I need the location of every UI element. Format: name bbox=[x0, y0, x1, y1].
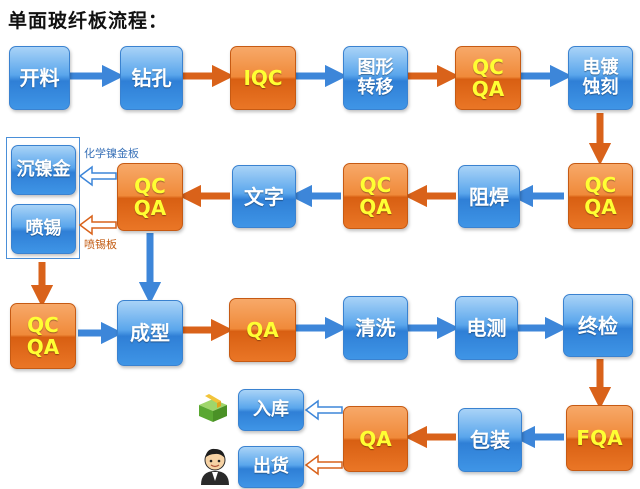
node-chuhuo-label: 出货 bbox=[253, 456, 289, 478]
node-zuhan-label: 阻焊 bbox=[469, 184, 509, 209]
node-fqa: FQA bbox=[566, 405, 633, 471]
node-tuxing: 图形 转移 bbox=[343, 46, 408, 110]
node-zhongjian: 终检 bbox=[563, 294, 633, 357]
node-qa-1: QA bbox=[229, 298, 296, 362]
node-ruku-label: 入库 bbox=[253, 399, 289, 421]
node-qcqa-2: QC QA bbox=[568, 163, 633, 229]
node-wenzi: 文字 bbox=[232, 165, 296, 228]
node-dianduo-line2: 蚀刻 bbox=[582, 77, 619, 98]
node-kailiao: 开料 bbox=[9, 46, 70, 110]
node-qcqa-1-qc: QC bbox=[472, 55, 504, 79]
node-qcqa-2-qc: QC bbox=[584, 173, 617, 197]
node-qcqa-4-qa: QA bbox=[133, 196, 167, 220]
node-qcqa-1: QC QA bbox=[455, 46, 521, 110]
node-ruku: 入库 bbox=[238, 389, 304, 431]
green-box-icon bbox=[195, 393, 231, 423]
node-qa-2-label: QA bbox=[359, 427, 392, 451]
page-title: 单面玻纤板流程： bbox=[8, 10, 169, 32]
node-qingxi: 清洗 bbox=[343, 296, 408, 360]
node-qa-1-label: QA bbox=[246, 318, 279, 342]
node-zuankong-label: 钻孔 bbox=[131, 66, 172, 90]
node-chennie: 沉镍金 bbox=[11, 145, 76, 195]
node-penxi-label: 喷锡 bbox=[25, 218, 62, 240]
node-qa-2: QA bbox=[343, 406, 408, 472]
node-qcqa-5-qa: QA bbox=[26, 335, 60, 359]
note-tin-spray: 喷锡板 bbox=[84, 238, 117, 251]
node-qcqa-5-qc: QC bbox=[27, 313, 59, 337]
arrow-qa2-ruku bbox=[304, 399, 343, 421]
node-zuhan: 阻焊 bbox=[458, 165, 520, 228]
node-penxi: 喷锡 bbox=[11, 204, 76, 254]
node-chuhuo: 出货 bbox=[238, 446, 304, 488]
node-iqc: IQC bbox=[230, 46, 296, 110]
node-qcqa-4: QC QA bbox=[117, 163, 183, 231]
node-qcqa-3: QC QA bbox=[343, 163, 408, 229]
node-zhongjian-label: 终检 bbox=[578, 313, 618, 338]
node-qingxi-label: 清洗 bbox=[355, 316, 396, 340]
person-icon bbox=[198, 445, 232, 485]
node-kailiao-label: 开料 bbox=[19, 66, 60, 90]
node-qcqa-5: QC QA bbox=[10, 303, 76, 369]
node-baozhuang-label: 包装 bbox=[470, 428, 510, 452]
node-dianche-label: 电测 bbox=[466, 316, 507, 340]
node-dianduo-line1: 电镀 bbox=[582, 57, 619, 79]
node-fqa-label: FQA bbox=[576, 426, 623, 450]
node-dianduo: 电镀 蚀刻 bbox=[568, 46, 633, 110]
arrow-qcqa4-penxi bbox=[78, 214, 117, 236]
node-tuxing-line1: 图形 bbox=[357, 57, 394, 79]
node-baozhuang: 包装 bbox=[458, 408, 522, 472]
node-iqc-label: IQC bbox=[243, 66, 283, 90]
node-qcqa-3-qa: QA bbox=[359, 195, 392, 219]
node-chennie-label: 沉镍金 bbox=[16, 159, 71, 181]
node-qcqa-4-qc: QC bbox=[134, 174, 166, 198]
node-tuxing-line2: 转移 bbox=[357, 77, 394, 98]
node-chengxing-label: 成型 bbox=[130, 321, 170, 345]
arrow-qa2-chuhuo bbox=[304, 454, 343, 476]
node-dianche: 电测 bbox=[455, 296, 518, 360]
node-zuankong: 钻孔 bbox=[120, 46, 183, 110]
node-qcqa-2-qa: QA bbox=[584, 195, 617, 219]
node-chengxing: 成型 bbox=[117, 300, 183, 366]
arrow-qcqa4-chennie bbox=[78, 165, 117, 187]
node-qcqa-1-qa: QA bbox=[471, 77, 505, 101]
note-chemical-nickel: 化学镍金板 bbox=[84, 147, 139, 160]
node-qcqa-3-qc: QC bbox=[359, 173, 392, 197]
node-wenzi-label: 文字 bbox=[244, 184, 284, 209]
